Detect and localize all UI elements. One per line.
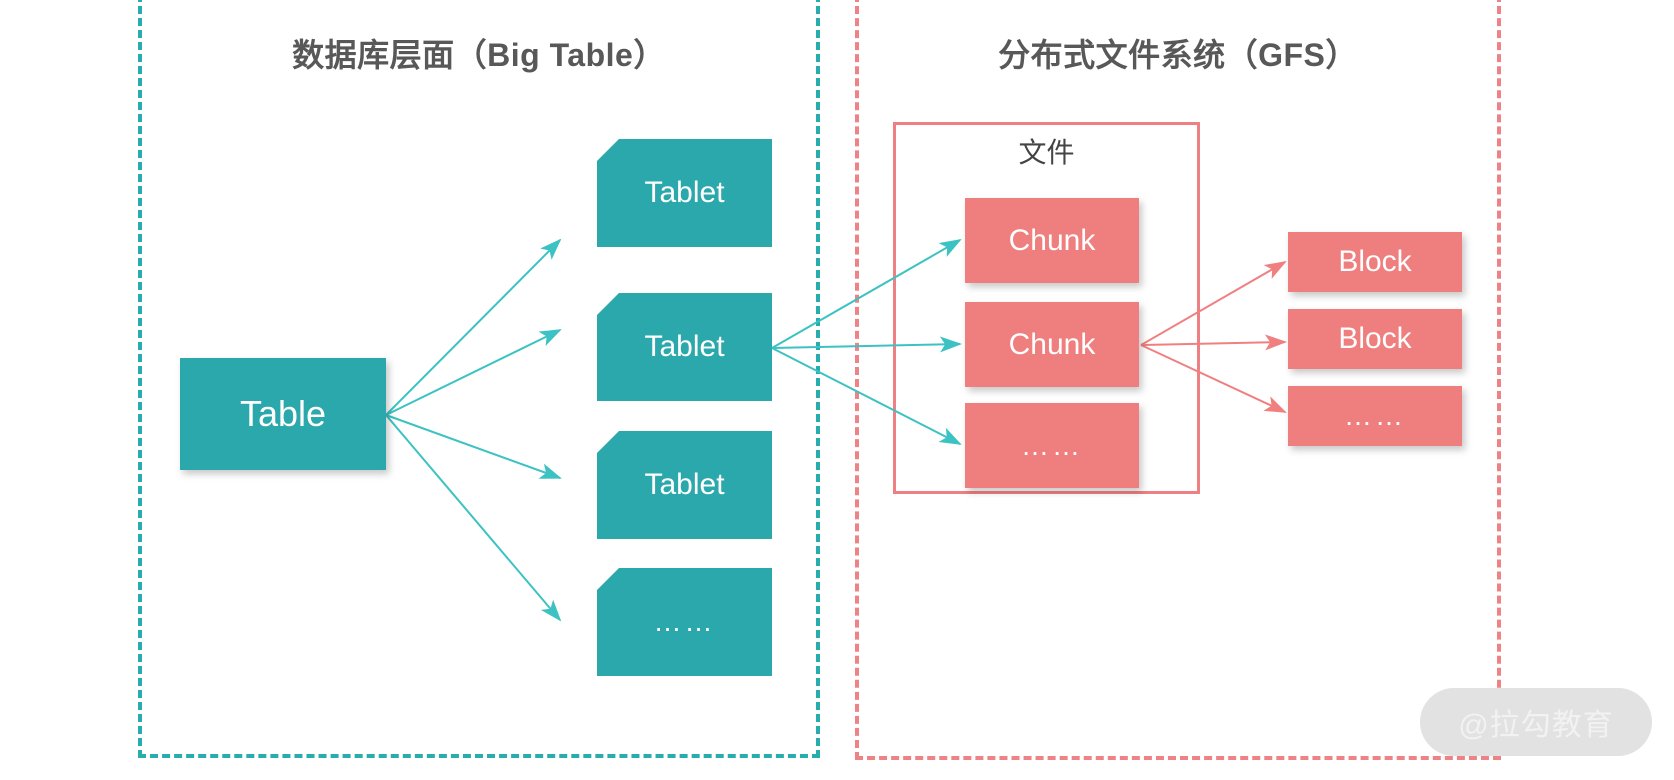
node-chunk-1-label: Chunk <box>1008 223 1096 257</box>
file-label: 文件 <box>1018 137 1075 168</box>
node-chunk-more-label: …… <box>1021 429 1083 461</box>
node-block-2[interactable]: Block <box>1288 309 1462 369</box>
node-tablet-2-label: Tablet <box>644 330 725 363</box>
region-gfs-title: 分布式文件系统（GFS） <box>998 37 1358 73</box>
node-chunk-more[interactable]: …… <box>965 403 1139 488</box>
node-tablet-1-label: Tablet <box>644 176 725 209</box>
node-tablet-more-label: …… <box>653 606 716 637</box>
node-block-more[interactable]: …… <box>1288 386 1462 446</box>
node-chunk-2[interactable]: Chunk <box>965 302 1139 387</box>
node-block-more-label: …… <box>1344 400 1406 431</box>
node-tablet-2[interactable]: Tablet <box>597 293 772 401</box>
node-table-label: Table <box>239 393 327 434</box>
node-chunk-1[interactable]: Chunk <box>965 198 1139 283</box>
node-tablet-more[interactable]: …… <box>597 568 772 676</box>
node-block-1-label: Block <box>1338 245 1412 278</box>
node-chunk-2-label: Chunk <box>1008 327 1096 361</box>
node-tablet-1[interactable]: Tablet <box>597 139 772 247</box>
watermark: @拉勾教育 <box>1420 688 1652 756</box>
node-tablet-3-label: Tablet <box>644 468 725 501</box>
region-bigtable-title: 数据库层面（Big Table） <box>292 37 666 73</box>
watermark-label: @拉勾教育 <box>1458 709 1614 742</box>
node-block-2-label: Block <box>1338 322 1412 355</box>
node-tablet-3[interactable]: Tablet <box>597 431 772 539</box>
node-block-1[interactable]: Block <box>1288 232 1462 292</box>
node-table[interactable]: Table <box>180 358 386 470</box>
